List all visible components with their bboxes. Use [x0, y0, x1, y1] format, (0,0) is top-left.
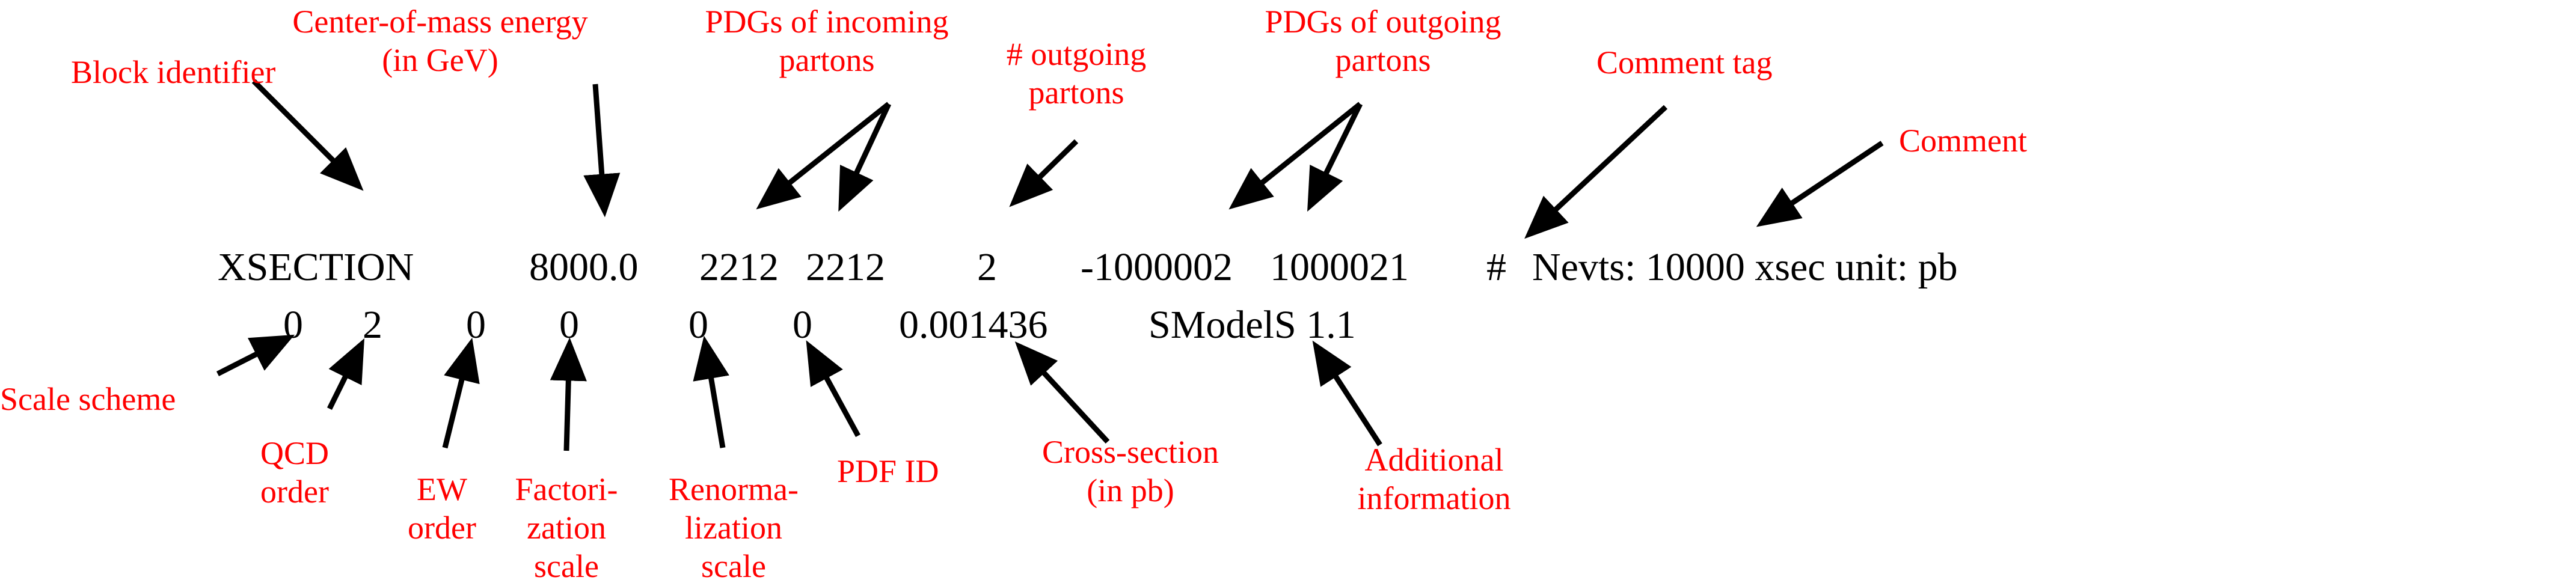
arrow-comment: [1756, 141, 1884, 227]
label-scale-scheme: Scale scheme: [0, 381, 176, 417]
label-ew-order: EW order: [408, 471, 476, 546]
label-n-outgoing: # outgoing partons: [1006, 36, 1147, 111]
label-pdf-id: PDF ID: [837, 453, 939, 489]
fact-scale-value: 0: [559, 303, 579, 347]
arrow-n-outgoing: [1009, 139, 1079, 207]
arrow-incoming-1: [756, 102, 891, 210]
label-comment: Comment: [1899, 123, 2027, 159]
label-qcd-order: QCD order: [260, 435, 329, 510]
scale-scheme-value: 0: [283, 303, 303, 347]
arrow-scale-scheme: [216, 334, 295, 377]
arrow-fact-scale: [550, 337, 587, 451]
pdg-in-1-value: 2212: [699, 245, 779, 289]
pdg-out-2-value: 1000021: [1270, 245, 1409, 289]
pdg-in-2-value: 2212: [806, 245, 885, 289]
label-cm-energy: Center-of-mass energy (in GeV): [292, 4, 588, 78]
label-cross-section: Cross-section (in pb): [1042, 434, 1219, 508]
label-pdgs-outgoing: PDGs of outgoing partons: [1265, 4, 1501, 78]
label-comment-tag: Comment tag: [1596, 44, 1773, 81]
arrow-additional-info: [1312, 340, 1382, 447]
pdf-id-value: 0: [793, 303, 812, 347]
qcd-order-value: 2: [363, 303, 382, 347]
comment-tag-value: #: [1486, 245, 1506, 289]
cross-section-value: 0.001436: [899, 303, 1048, 347]
arrow-outgoing-1: [1228, 102, 1362, 210]
block-id-value: XSECTION: [218, 245, 414, 289]
n-out-value: 2: [977, 245, 997, 289]
arrow-ew-order: [442, 337, 480, 449]
label-factorization-scale: Factori- zation scale: [515, 471, 618, 584]
label-pdgs-incoming: PDGs of incoming partons: [705, 4, 949, 78]
arrow-cm-energy: [583, 84, 621, 218]
arrow-comment-tag: [1524, 105, 1668, 239]
arrow-block-identifier: [251, 79, 364, 191]
label-renormalization-scale: Renorma- lization scale: [669, 471, 799, 584]
label-block-identifier: Block identifier: [71, 54, 276, 90]
arrow-qcd-order: [327, 338, 364, 410]
arrow-incoming-2: [838, 103, 892, 212]
renorm-scale-value: 0: [688, 303, 708, 347]
comment-value: Nevts: 10000 xsec unit: pb: [1532, 245, 1958, 289]
label-additional-info: Additional information: [1357, 442, 1511, 516]
arrow-cross-section: [1014, 341, 1110, 444]
energy-value: 8000.0: [529, 245, 639, 289]
arrow-pdf-id: [806, 340, 860, 438]
pdg-out-1-value: -1000002: [1081, 245, 1233, 289]
additional-info-value: SModelS 1.1: [1148, 303, 1356, 347]
arrow-renorm-scale: [693, 335, 729, 448]
arrow-outgoing-2: [1307, 103, 1363, 212]
ew-order-value: 0: [466, 303, 486, 347]
